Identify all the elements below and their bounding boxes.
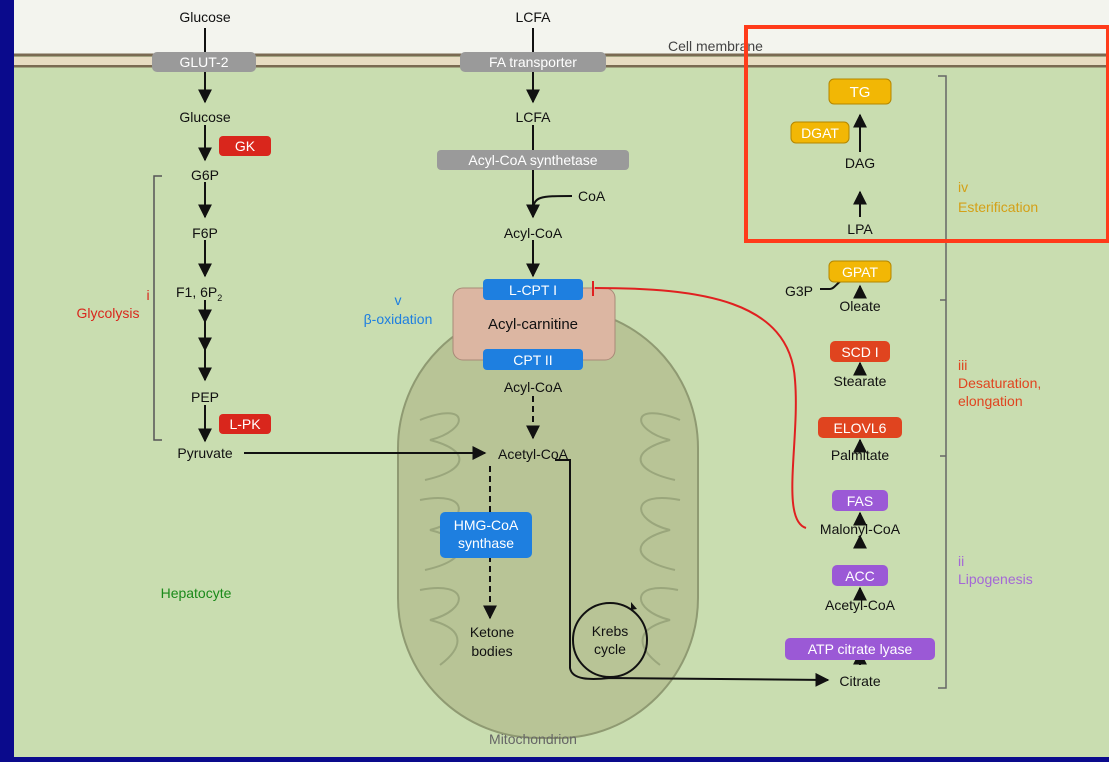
lpk-enzyme [219,414,271,434]
acc-enzyme [832,565,888,586]
glycolysis-label: Glycolysis [76,305,139,321]
palmitate: Palmitate [831,447,890,463]
esterification-label: Esterification [958,199,1038,215]
krebs-line2: cycle [594,641,626,657]
lpk-label: L-PK [229,416,261,432]
glycolysis-numeral: i [146,287,149,303]
beta-oxidation-label: β-oxidation [364,311,433,327]
elongation-label: elongation [958,393,1023,409]
lcpt1-label: L-CPT I [509,282,557,298]
glycolysis-bracket [153,175,162,441]
f16p: F1, 6P2 [176,284,222,303]
dag: DAG [845,155,875,171]
coa: CoA [578,188,606,204]
esterification-highlight-box [744,25,1109,243]
hepatocyte-label: Hepatocyte [161,585,232,601]
gpat-label: GPAT [842,264,878,280]
top-lcfa: LCFA [515,9,551,25]
cpt2-enzyme [483,349,583,370]
krebs-line1: Krebs [592,623,629,639]
dgat-enzyme [790,121,850,144]
elovl6-label: ELOVL6 [834,420,887,436]
acyl-coa: Acyl-CoA [504,225,563,241]
glycolysis-glucose: Glucose [179,109,231,125]
mitochondrion-label: Mitochondrion [489,731,577,747]
ketone-line1: Ketone [470,624,515,640]
desaturation-label: Desaturation, [958,375,1041,391]
fa-transporter-label: FA transporter [489,54,577,70]
scd1-label: SCD I [841,344,878,360]
cpt2-label: CPT II [513,352,552,368]
gk-label: GK [235,138,256,154]
tg-label: TG [850,84,871,101]
hmg-line2: synthase [458,535,514,551]
acetyl-coa: Acetyl-CoA [498,446,569,462]
acyl-coa-synthetase [437,150,629,170]
desaturation-numeral: iii [958,357,967,373]
oleate: Oleate [839,298,880,314]
hmg-coa-synthase [440,512,532,558]
cell-membrane-label: Cell membrane [668,38,763,54]
acyl-carnitine: Acyl-carnitine [488,316,578,333]
gk-enzyme [219,136,271,156]
pyruvate: Pyruvate [177,445,232,461]
stearate: Stearate [834,373,887,389]
malonyl-coa: Malonyl-CoA [820,521,901,537]
top-glucose: Glucose [179,9,231,25]
scd1-enzyme [830,341,890,362]
fas-label: FAS [847,493,873,509]
glut2-label: GLUT-2 [179,54,228,70]
ketone-line2: bodies [471,643,512,659]
hmg-line1: HMG-CoA [454,517,519,533]
mitochondrial-cristae [419,412,681,666]
pep: PEP [191,389,219,405]
atp-citrate-lyase-label: ATP citrate lyase [808,641,913,657]
g6p: G6P [191,167,219,183]
acc-label: ACC [845,568,875,584]
section-bracket [938,75,947,689]
lipogenesis-numeral: ii [958,553,964,569]
mito-acyl-coa: Acyl-CoA [504,379,563,395]
fa-lcfa: LCFA [515,109,551,125]
krebs-cycle-arrowhead [631,602,637,610]
atp-citrate-lyase [785,638,935,660]
fas-enzyme [832,490,888,511]
fa-arrows [526,28,573,278]
g3p: G3P [785,283,813,299]
tg-box [828,78,892,105]
acetylcoa-to-citrate-arrow [555,459,830,687]
glut2-transporter [152,52,256,72]
elovl6-enzyme [818,417,902,438]
f6p: F6P [192,225,218,241]
acyl-coa-synthetase-label: Acyl-CoA synthetase [468,152,597,168]
malonyl-inhibition-line [594,287,807,529]
fa-transporter [460,52,606,72]
lipo-acetyl-coa: Acetyl-CoA [825,597,896,613]
lcpt1-enzyme [483,279,583,300]
gpat-enzyme [828,260,892,283]
lpa: LPA [847,221,873,237]
lipogenesis-label: Lipogenesis [958,571,1033,587]
esterification-numeral: iv [958,179,968,195]
dgat-label: DGAT [801,125,839,141]
citrate: Citrate [839,673,880,689]
beta-oxidation-numeral: v [395,292,402,308]
